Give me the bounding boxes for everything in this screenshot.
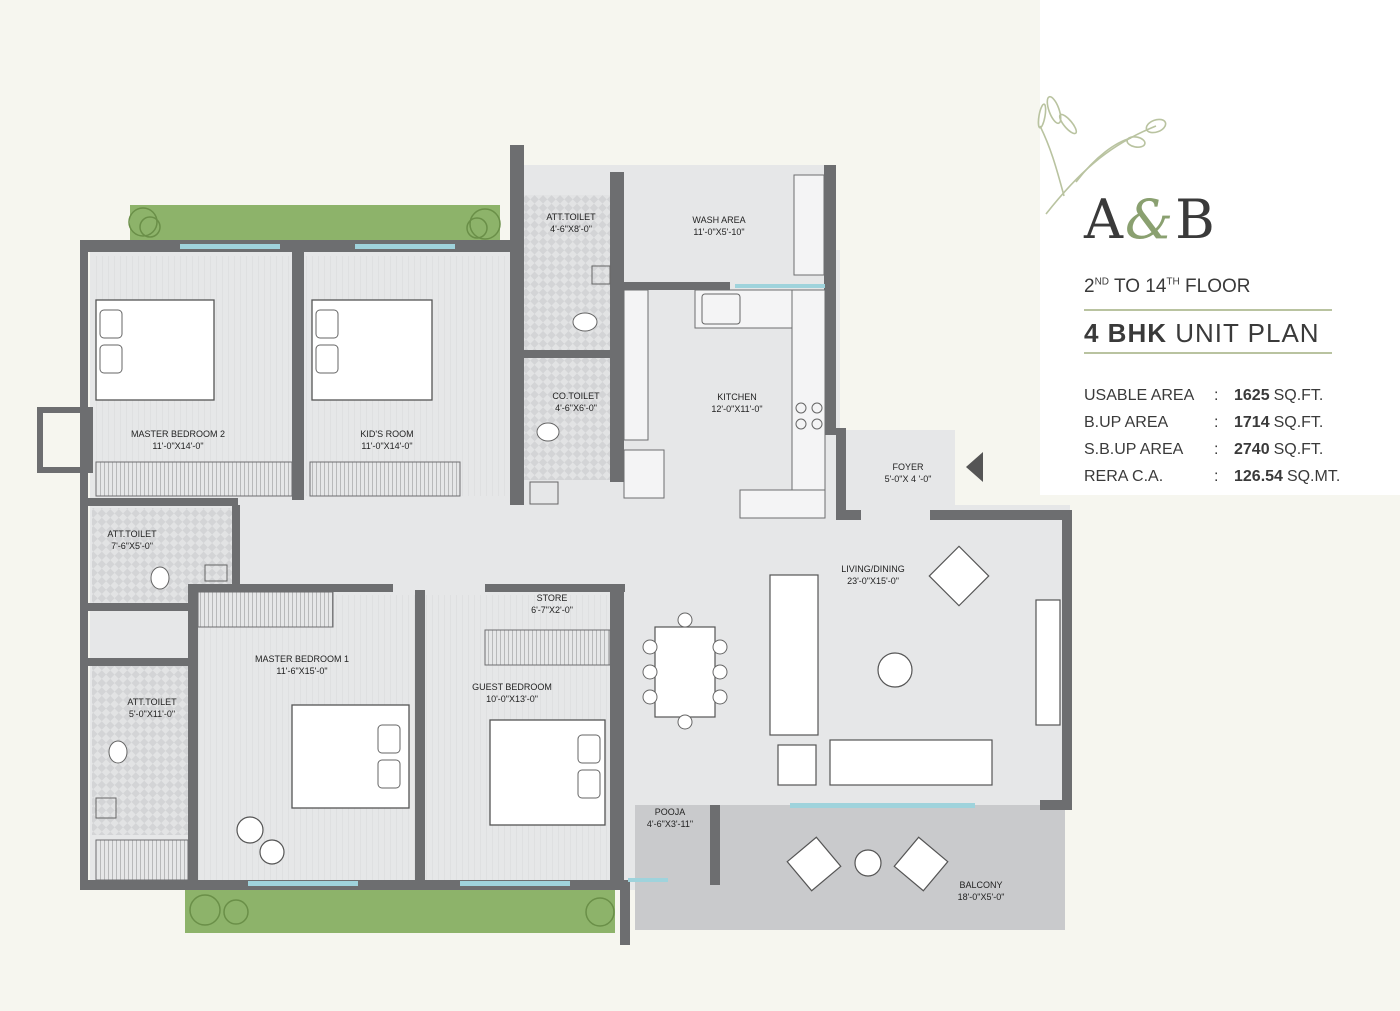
room-dim-kitchen: 12'-0"X11'-0" — [711, 404, 762, 414]
room-name-wash-area: WASH AREA — [692, 215, 745, 225]
room-name-guest-bedroom: GUEST BEDROOM — [472, 682, 552, 692]
room-name-master-bedroom-1: MASTER BEDROOM 1 — [255, 654, 349, 664]
info-panel — [1040, 0, 1400, 495]
sofa-icon — [769, 545, 1061, 786]
room-dim-master-bedroom-1: 11'-6"X15'-0" — [276, 666, 327, 676]
unit-title: A&B — [1084, 188, 1217, 251]
room-dim-att-toilet-bottom: 5'-0"X11'-0" — [129, 709, 175, 719]
garden-bottom — [185, 888, 615, 933]
wc-icon — [108, 312, 598, 764]
sink-icon — [95, 265, 741, 819]
chair-icon — [236, 816, 285, 865]
room-dim-foyer: 5'-0"X 4 '-0" — [885, 474, 932, 484]
dining-table — [642, 612, 728, 730]
floor-range: 2ND TO 14TH FLOOR — [1084, 276, 1251, 297]
room-dim-master-bedroom-2: 11'-0"X14'-0" — [152, 441, 203, 451]
room-dim-kids-room: 11'-0"X14'-0" — [361, 441, 412, 451]
room-name-co-toilet: CO.TOILET — [552, 391, 600, 401]
room-name-master-bedroom-2: MASTER BEDROOM 2 — [131, 429, 225, 439]
balcony-chair-icon — [786, 836, 949, 892]
room-name-store: STORE — [537, 593, 568, 603]
coffee-table — [877, 652, 913, 688]
unit-title-amp: & — [1125, 188, 1176, 251]
stove-icon — [795, 402, 823, 430]
kitchen-counter — [623, 174, 826, 519]
room-name-kitchen: KITCHEN — [717, 392, 757, 402]
room-dim-guest-bedroom: 10'-0"X13'-0" — [486, 694, 538, 704]
wardrobe — [95, 461, 611, 881]
room-labels: WASH AREA 11'-0"X5'-10" ATT.TOILET 4'-6"… — [107, 212, 1004, 902]
plan-title: 4 BHK UNIT PLAN — [1084, 318, 1320, 348]
pillow-icon — [99, 309, 601, 799]
room-name-pooja: POOJA — [655, 807, 686, 817]
room-dim-balcony: 18'-0"X5'-0" — [958, 892, 1005, 902]
room-dim-store: 6'-7"X2'-0" — [531, 605, 573, 615]
room-dim-co-toilet: 4'-6"X6'-0" — [555, 403, 597, 413]
room-dim-att-toilet-left: 7'-6"X5'-0" — [111, 541, 153, 551]
room-dim-wash-area: 11'-0"X5'-10" — [693, 227, 744, 237]
co-toilet-floor — [518, 358, 610, 480]
shrub-icon — [128, 207, 615, 927]
room-name-balcony: BALCONY — [959, 880, 1002, 890]
bed-icon — [95, 299, 606, 826]
leaf-sprig-icon — [1037, 95, 1167, 215]
room-name-att-toilet-bottom: ATT.TOILET — [127, 697, 177, 707]
room-name-foyer: FOYER — [892, 462, 924, 472]
att-toilet-bottom-floor — [92, 665, 190, 835]
room-name-kids-room: KID'S ROOM — [360, 429, 413, 439]
room-dim-living-dining: 23'-0"X15'-0" — [847, 576, 899, 586]
room-dim-pooja: 4'-6"X3'-11" — [647, 819, 693, 829]
room-name-living-dining: LIVING/DINING — [841, 564, 905, 574]
divider — [1084, 309, 1332, 311]
windows — [180, 244, 975, 886]
divider — [1084, 352, 1332, 354]
balcony-floor — [635, 805, 1065, 930]
room-name-att-toilet-left: ATT.TOILET — [107, 529, 157, 539]
entry-arrow-icon — [966, 452, 983, 482]
room-name-att-toilet-top: ATT.TOILET — [546, 212, 596, 222]
room-dim-att-toilet-top: 4'-6"X8'-0" — [550, 224, 592, 234]
